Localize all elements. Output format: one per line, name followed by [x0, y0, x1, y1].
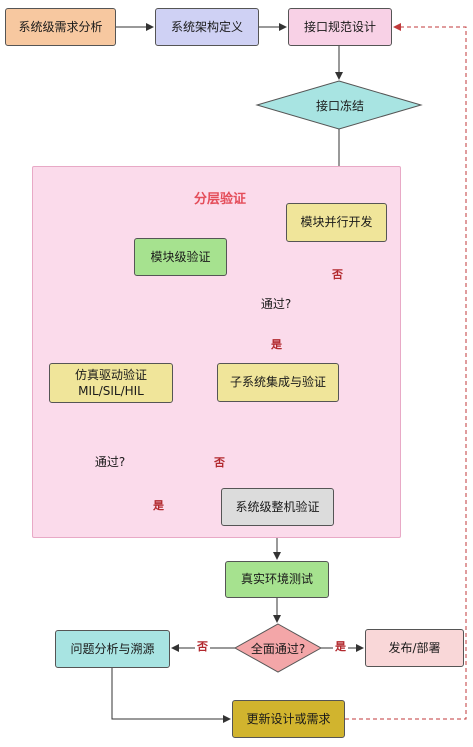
edge-label-pass1-yes: 是	[269, 338, 284, 352]
node-real-test[interactable]: 真实环境测试	[225, 561, 329, 598]
node-module-verify-label: 模块级验证	[150, 249, 211, 264]
node-sys-arch[interactable]: 系统架构定义	[155, 8, 259, 46]
node-subsys[interactable]: 子系统集成与验证	[217, 363, 339, 402]
node-iface-spec-label: 接口规范设计	[303, 19, 376, 34]
edge-label-all-yes: 是	[333, 640, 348, 654]
node-release-label: 发布/部署	[388, 640, 441, 655]
diamond-all-pass[interactable]	[233, 623, 323, 673]
node-sys-arch-label: 系统架构定义	[170, 19, 243, 34]
node-iface-spec[interactable]: 接口规范设计	[288, 8, 392, 46]
node-sys-verify-label: 系统级整机验证	[235, 499, 320, 514]
region-title: 分层验证	[193, 192, 246, 207]
edge-label-pass2-yes: 是	[151, 499, 166, 513]
edge-label-all-no: 否	[195, 640, 210, 654]
node-iface-freeze-label: 接口冻结	[315, 98, 364, 113]
node-module-verify[interactable]: 模块级验证	[134, 238, 227, 276]
edge-update-to-spec-feedback	[345, 23, 467, 720]
node-all-pass-label: 全面通过?	[250, 641, 306, 656]
node-module-dev[interactable]: 模块并行开发	[286, 203, 387, 242]
node-sys-verify[interactable]: 系统级整机验证	[221, 488, 334, 526]
node-subsys-label: 子系统集成与验证	[229, 375, 326, 390]
edge-label-pass2-no: 否	[212, 456, 227, 470]
node-sys-req-label: 系统级需求分析	[18, 19, 103, 34]
edge-problem-to-update	[111, 668, 231, 723]
node-real-test-label: 真实环境测试	[240, 572, 313, 587]
node-problem-label: 问题分析与溯源	[70, 641, 155, 656]
node-update-label: 更新设计或需求	[246, 711, 331, 726]
node-pass1-label: 通过?	[260, 296, 292, 311]
node-release[interactable]: 发布/部署	[365, 629, 464, 667]
node-problem[interactable]: 问题分析与溯源	[55, 630, 170, 668]
node-update[interactable]: 更新设计或需求	[232, 700, 345, 738]
node-sys-req[interactable]: 系统级需求分析	[5, 8, 116, 46]
node-module-dev-label: 模块并行开发	[300, 215, 373, 230]
node-sim-verify[interactable]: 仿真驱动验证 MIL/SIL/HIL	[49, 363, 173, 403]
node-sim-verify-label: 仿真驱动验证 MIL/SIL/HIL	[74, 367, 147, 398]
node-pass2-label: 通过?	[94, 454, 126, 469]
edge-label-pass1-no: 否	[330, 268, 345, 282]
